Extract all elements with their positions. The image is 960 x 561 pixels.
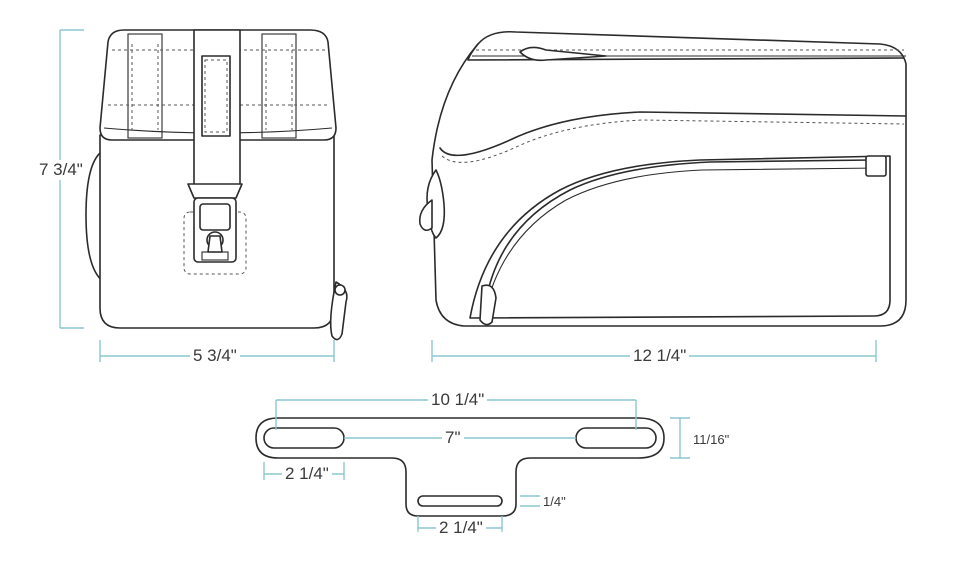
strap-center-slot-width-label: 2 1/4" <box>436 518 486 538</box>
strap-slot-height-label: 11/16" <box>690 430 733 450</box>
strap-slot-height-dimension <box>670 417 690 459</box>
buckle-icon <box>183 183 247 275</box>
strap-slot-spacing-label: 7" <box>442 428 464 448</box>
front-width-label: 12 1/4" <box>630 346 690 366</box>
side-height-label: 7 3/4" <box>36 160 86 180</box>
strap-center-slot-height-dimension <box>520 495 540 507</box>
side-view-bag <box>85 29 348 341</box>
side-width-label: 5 3/4" <box>190 346 240 366</box>
strap-center-slot-height-label: 1/4" <box>540 492 569 512</box>
strap-length-label: 10 1/4" <box>428 390 488 410</box>
strap-end-width-label: 2 1/4" <box>282 464 332 484</box>
front-view-bag <box>418 30 907 327</box>
